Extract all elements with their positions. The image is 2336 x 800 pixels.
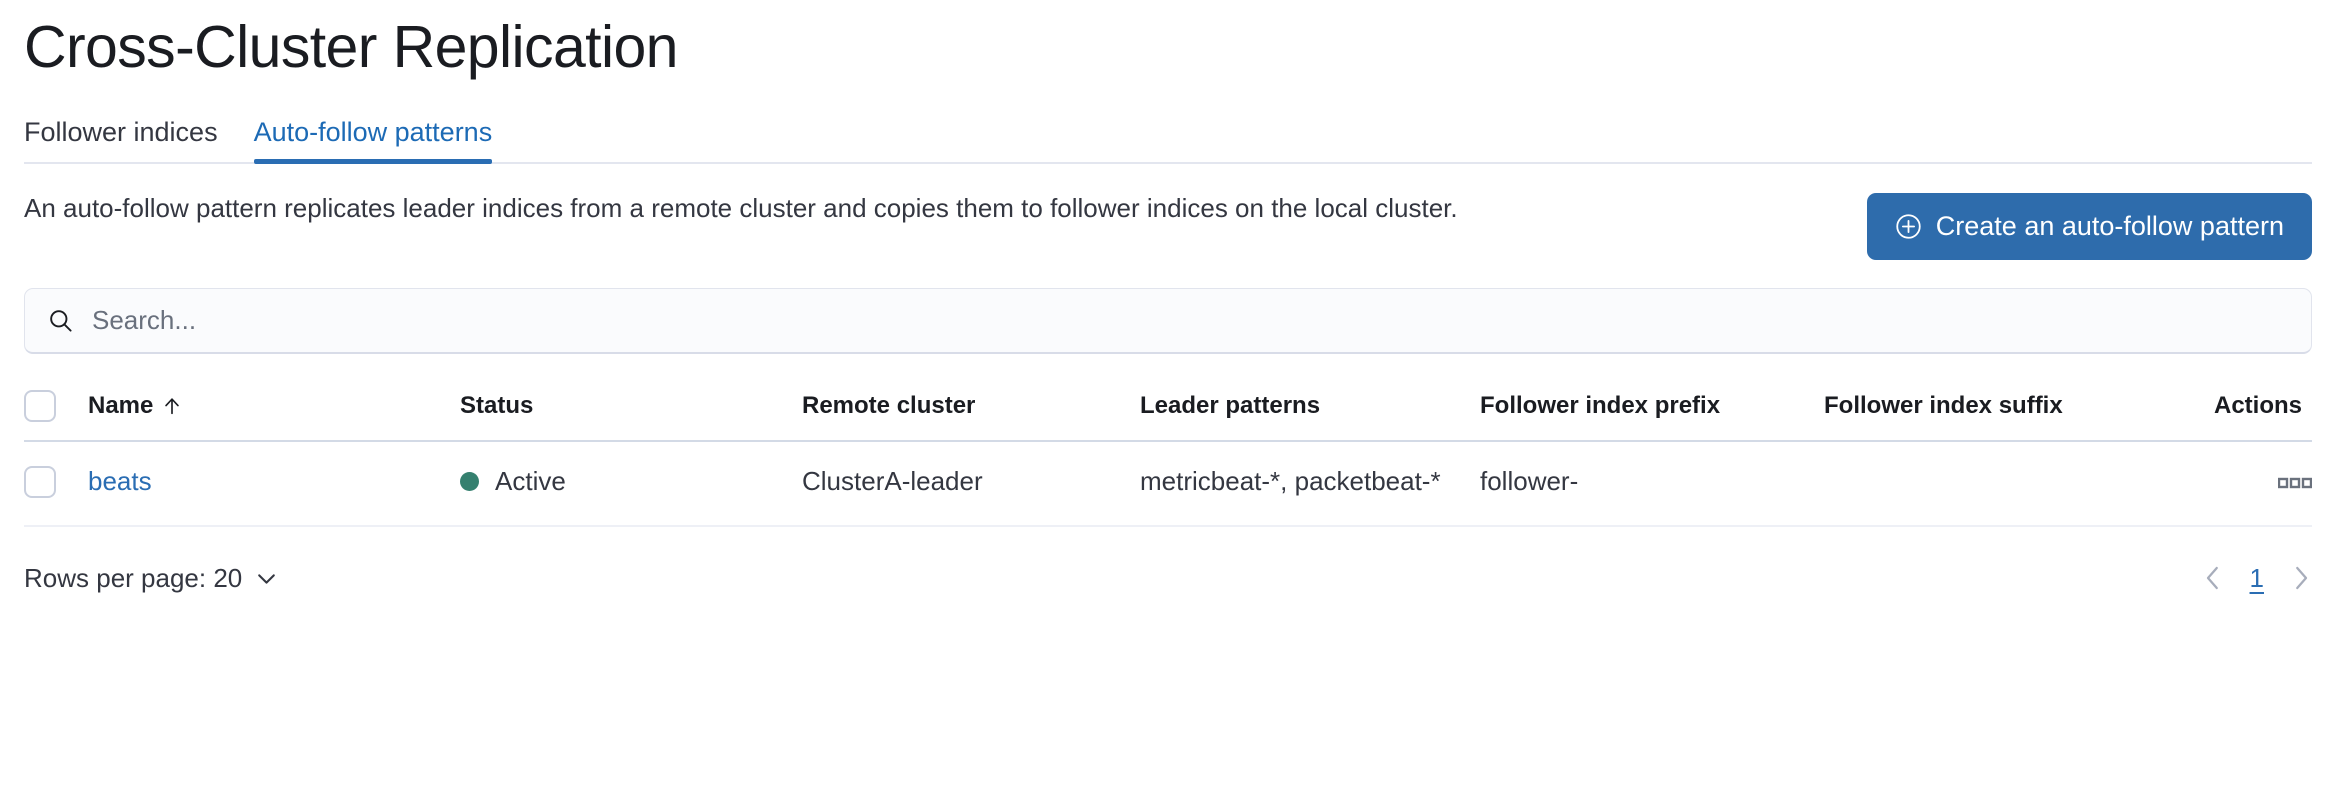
status-label: Active (495, 465, 566, 496)
th-actions: Actions (2214, 376, 2312, 442)
cell-follower-index-suffix (1824, 441, 2214, 528)
cell-leader-patterns: metricbeat-*, packetbeat-* (1140, 441, 1480, 528)
chevron-right-icon[interactable] (2290, 563, 2312, 593)
cell-follower-index-prefix: follower- (1480, 441, 1824, 528)
cell-remote-cluster: ClusterA-leader (802, 441, 1140, 528)
select-all-checkbox[interactable] (24, 390, 56, 422)
th-follower-index-suffix[interactable]: Follower index suffix (1824, 376, 2214, 442)
plus-in-circle-icon (1896, 214, 1921, 239)
table-row: beats Active ClusterA-leader metricbeat-… (24, 441, 2312, 528)
page-description: An auto-follow pattern replicates leader… (24, 193, 1458, 223)
row-checkbox[interactable] (24, 466, 56, 499)
page-title: Cross-Cluster Replication (24, 14, 678, 80)
create-auto-follow-pattern-button[interactable]: Create an auto-follow pattern (1866, 193, 2312, 260)
th-select-all (24, 376, 88, 442)
th-follower-index-prefix[interactable]: Follower index prefix (1480, 376, 1824, 442)
th-leader-patterns[interactable]: Leader patterns (1140, 376, 1480, 442)
cell-name: beats (88, 441, 460, 528)
search-icon (50, 310, 72, 332)
th-name-label: Name (88, 392, 154, 419)
page-number-1[interactable]: 1 (2249, 562, 2264, 593)
th-name[interactable]: Name (88, 376, 460, 442)
table-header-row: Name Status Remote cluster Leader patter… (24, 376, 2312, 442)
th-remote-cluster[interactable]: Remote cluster (802, 376, 1140, 442)
chevron-left-icon[interactable] (2202, 563, 2224, 593)
search-input[interactable] (92, 305, 2289, 336)
auto-follow-pattern-link[interactable]: beats (88, 466, 152, 497)
row-actions-button[interactable] (2278, 476, 2312, 490)
cell-actions (2214, 441, 2312, 528)
tab-bar: Follower indices Auto-follow patterns (24, 114, 2312, 164)
row-select-cell (24, 441, 88, 528)
cell-status: Active (460, 441, 802, 528)
status-badge: Active (460, 466, 566, 497)
tab-auto-follow-patterns[interactable]: Auto-follow patterns (253, 119, 492, 164)
search-bar[interactable] (24, 288, 2312, 354)
boxes-horizontal-icon (2278, 477, 2312, 489)
tab-follower-indices[interactable]: Follower indices (24, 117, 218, 147)
create-button-label: Create an auto-follow pattern (1935, 211, 2284, 241)
pagination: 1 (2202, 563, 2312, 594)
arrow-up-icon (165, 398, 180, 415)
chevron-down-icon (258, 573, 276, 584)
table-footer: Rows per page: 20 1 (24, 553, 2312, 603)
status-dot-icon (460, 471, 479, 491)
rows-per-page-selector[interactable]: Rows per page: 20 (24, 563, 279, 594)
intro-section: An auto-follow pattern replicates leader… (24, 190, 2312, 260)
auto-follow-patterns-table: Name Status Remote cluster Leader patter… (24, 376, 2312, 528)
th-status[interactable]: Status (460, 376, 802, 442)
rows-per-page-label: Rows per page: 20 (24, 562, 243, 593)
sort-by-name[interactable]: Name (88, 392, 183, 420)
